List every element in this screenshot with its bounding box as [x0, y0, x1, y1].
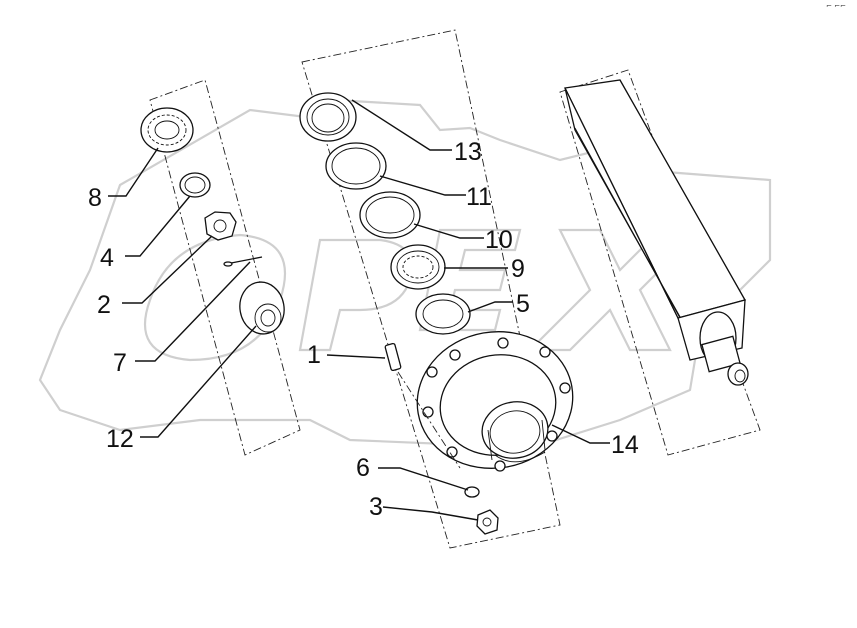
callout-11: 11 — [466, 183, 492, 211]
hub-bolt-holes — [422, 337, 571, 472]
cotter-pin-7 — [223, 256, 263, 267]
callout-9: 9 — [511, 255, 525, 283]
callout-7: 7 — [113, 349, 127, 377]
callout-6: 6 — [356, 454, 370, 482]
axle-beam — [564, 79, 749, 386]
callout-2: 2 — [97, 291, 111, 319]
bearing-8 — [140, 107, 194, 153]
center-group-outline — [301, 29, 561, 549]
wheel-nut-3 — [476, 509, 499, 535]
callout-14: 14 — [611, 431, 639, 459]
washer-4 — [179, 172, 211, 198]
ring-11 — [325, 142, 387, 190]
right-group-outline — [559, 69, 761, 456]
wheel-stud — [384, 342, 461, 469]
left-group-outline — [149, 79, 301, 456]
callout-1: 1 — [307, 341, 321, 369]
castle-nut-2 — [204, 211, 237, 241]
callout-3: 3 — [369, 493, 383, 521]
ring-5 — [415, 293, 471, 335]
callout-12: 12 — [106, 425, 134, 453]
callout-4: 4 — [100, 244, 114, 272]
hub-seal-13 — [299, 92, 357, 142]
hub-cap-12 — [239, 281, 285, 335]
corner-mark: ⌐ ⌐⌐ — [826, 2, 846, 10]
callout-10: 10 — [485, 226, 513, 254]
bearing-9 — [390, 244, 446, 290]
callout-8: 8 — [88, 184, 102, 212]
wheel-hub — [416, 331, 574, 472]
ring-10 — [359, 191, 421, 239]
washer-6 — [464, 486, 480, 498]
callout-5: 5 — [516, 290, 530, 318]
callout-13: 13 — [454, 138, 482, 166]
leader-lines — [108, 99, 610, 521]
